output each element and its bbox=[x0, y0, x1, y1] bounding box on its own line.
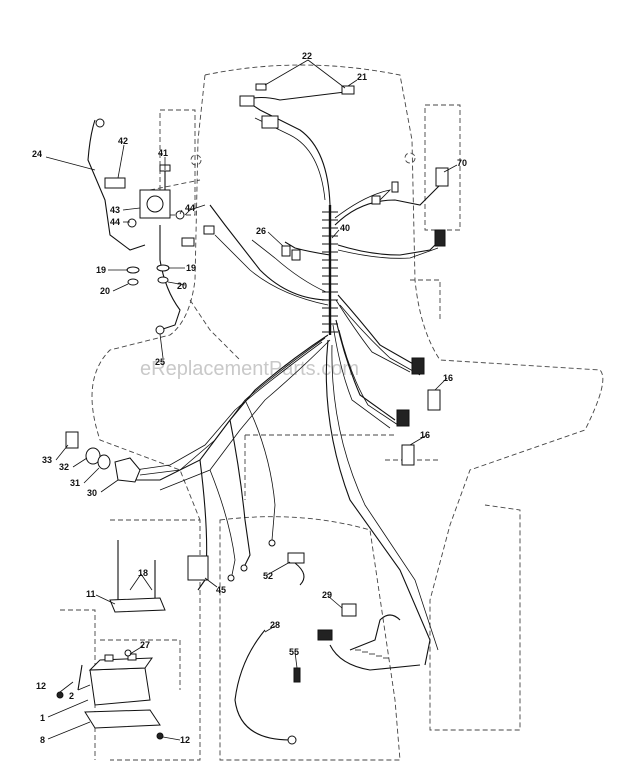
nut-44b bbox=[175, 210, 185, 220]
callout-22: 22 bbox=[302, 51, 312, 61]
callout-26: 26 bbox=[256, 226, 266, 236]
callout-31: 31 bbox=[70, 478, 80, 488]
terminal-lower-c bbox=[268, 539, 276, 547]
battery-top bbox=[88, 657, 153, 671]
connector-22a bbox=[239, 95, 255, 107]
lead-to-29 bbox=[317, 339, 439, 671]
clip-42 bbox=[104, 177, 126, 189]
battery-group bbox=[56, 540, 305, 745]
connector-70-lower bbox=[434, 229, 446, 247]
connector-26b bbox=[291, 249, 301, 261]
callout-30: 30 bbox=[87, 488, 97, 498]
connector-28-end bbox=[317, 629, 333, 641]
connector-21a bbox=[261, 115, 279, 129]
relay-16b bbox=[401, 444, 415, 466]
watermark-text: eReplacementParts.com bbox=[140, 358, 359, 380]
nut-27 bbox=[124, 649, 132, 657]
connector-26a bbox=[281, 245, 291, 257]
bolt-55 bbox=[293, 667, 301, 683]
solenoid-cap bbox=[146, 195, 164, 213]
callout-55: 55 bbox=[289, 647, 299, 657]
callout-16-bottom: 16 bbox=[420, 430, 430, 440]
left-upper-branches bbox=[181, 204, 331, 306]
relay-16a bbox=[427, 389, 441, 411]
callout-52: 52 bbox=[263, 571, 273, 581]
callout-18: 18 bbox=[138, 568, 148, 578]
connector-52 bbox=[287, 552, 305, 564]
callout-44-right: 44 bbox=[185, 203, 195, 213]
callout-42: 42 bbox=[118, 136, 128, 146]
washer-19b bbox=[156, 264, 170, 272]
battery-terminal-pos bbox=[104, 654, 114, 662]
ignition-switch-30 bbox=[114, 457, 141, 483]
callout-16-top: 16 bbox=[443, 373, 453, 383]
module-45 bbox=[187, 555, 209, 581]
bolt-12b bbox=[156, 732, 164, 740]
callout-44-left: 44 bbox=[110, 217, 120, 227]
callout-29: 29 bbox=[322, 590, 332, 600]
callout-24: 24 bbox=[32, 149, 42, 159]
washer-31 bbox=[97, 454, 111, 470]
callout-45: 45 bbox=[216, 585, 226, 595]
callout-27: 27 bbox=[140, 640, 150, 650]
nut-44a bbox=[127, 218, 137, 228]
terminal-left-b bbox=[181, 237, 195, 247]
main-harness-coil bbox=[322, 205, 338, 335]
callout-12-right: 12 bbox=[180, 735, 190, 745]
tractor-outline bbox=[60, 64, 604, 761]
callout-11: 11 bbox=[86, 589, 96, 599]
nut-20a bbox=[127, 278, 139, 286]
nut-32 bbox=[85, 447, 101, 465]
callout-43: 43 bbox=[110, 205, 120, 215]
callout-2: 2 bbox=[69, 691, 74, 701]
right-upper-branches bbox=[334, 167, 449, 259]
lower-left-bundle bbox=[130, 334, 331, 591]
callout-40: 40 bbox=[340, 223, 350, 233]
callout-12-left: 12 bbox=[36, 681, 46, 691]
bolt-12a bbox=[56, 691, 64, 699]
battery-terminal-neg bbox=[127, 653, 137, 661]
callout-70: 70 bbox=[457, 158, 467, 168]
right-lower-branches bbox=[332, 294, 441, 466]
ignition-switch-group bbox=[65, 431, 141, 483]
terminal-22-left bbox=[255, 83, 267, 91]
callout-25: 25 bbox=[155, 357, 165, 367]
terminal-24 bbox=[95, 118, 105, 128]
terminal-lower-a bbox=[240, 564, 248, 572]
callout-20-right: 20 bbox=[177, 281, 187, 291]
connector-16-top bbox=[411, 357, 425, 375]
connector-70 bbox=[435, 167, 449, 187]
battery-tray-8 bbox=[84, 709, 161, 729]
terminal-lower-b bbox=[227, 574, 235, 582]
terminal-25 bbox=[155, 325, 165, 335]
callouts: 22 21 42 24 41 70 43 44 44 26 40 19 19 2… bbox=[32, 51, 467, 745]
switch-29 bbox=[341, 603, 357, 617]
battery-1 bbox=[89, 667, 151, 706]
terminal-left-a bbox=[203, 225, 215, 235]
callout-28: 28 bbox=[270, 620, 280, 630]
terminal-70b bbox=[371, 195, 381, 205]
upper-harness-leads bbox=[239, 83, 355, 206]
washer-19a bbox=[126, 266, 140, 274]
solenoid-assembly bbox=[87, 118, 185, 335]
callout-19-left: 19 bbox=[96, 265, 106, 275]
cable-28-end bbox=[287, 735, 297, 745]
callout-21: 21 bbox=[357, 72, 367, 82]
callout-19-right: 19 bbox=[186, 263, 196, 273]
connector-16-mid bbox=[396, 409, 410, 427]
callout-1: 1 bbox=[40, 713, 45, 723]
key-33 bbox=[65, 431, 79, 449]
callout-32: 32 bbox=[59, 462, 69, 472]
nut-20b bbox=[157, 276, 169, 284]
callout-20-left: 20 bbox=[100, 286, 110, 296]
leader-lines bbox=[45, 59, 458, 741]
terminal-70a bbox=[391, 181, 399, 193]
callout-41: 41 bbox=[158, 148, 168, 158]
callout-8: 8 bbox=[40, 735, 45, 745]
battery-hold-down-11 bbox=[109, 597, 166, 613]
callout-33: 33 bbox=[42, 455, 52, 465]
